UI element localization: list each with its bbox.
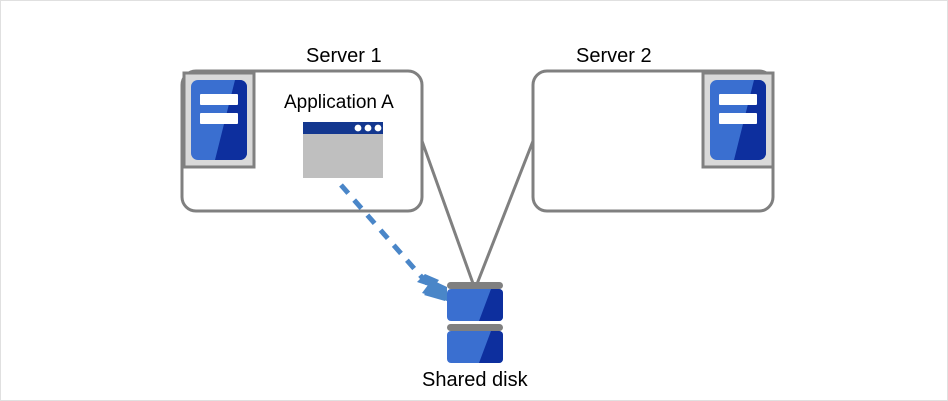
connector-server2-disk — [473, 140, 535, 290]
application-label: Application A — [284, 92, 394, 113]
disk-stack-icon — [447, 282, 503, 363]
server-icon — [182, 71, 256, 169]
connector-server1-disk — [420, 140, 477, 290]
shared-disk-label: Shared disk — [422, 369, 528, 391]
server1-label: Server 1 — [306, 45, 382, 67]
server-icon — [701, 71, 775, 169]
dashed-arrow-icon — [339, 183, 447, 301]
application-window-icon — [303, 122, 383, 178]
server2-label: Server 2 — [576, 45, 652, 67]
